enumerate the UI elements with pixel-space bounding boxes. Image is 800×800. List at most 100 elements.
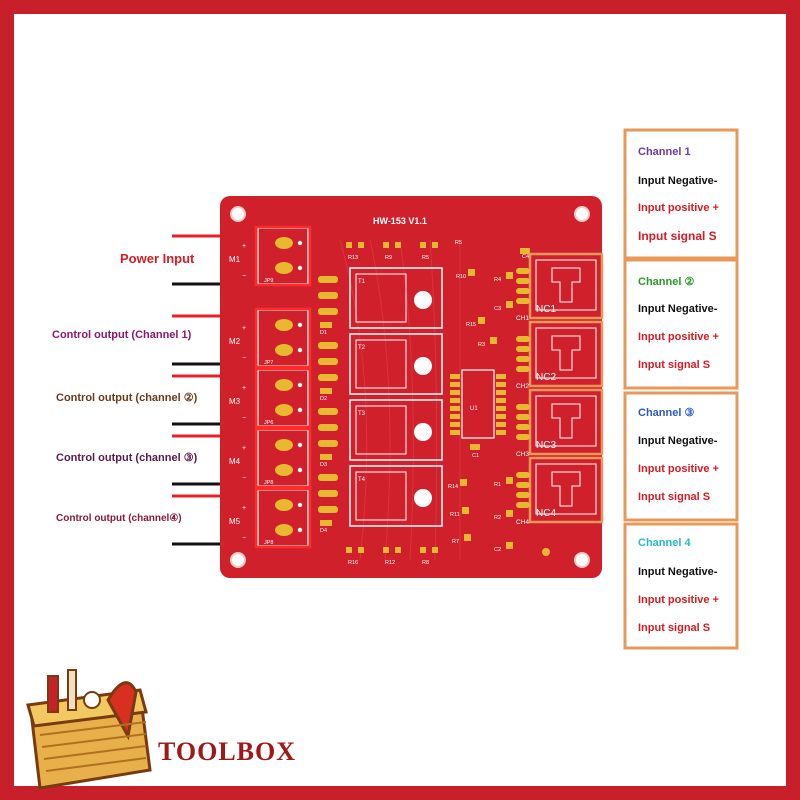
smd-pad <box>506 301 513 308</box>
relay-footprint <box>535 327 597 379</box>
control-output-ch3-label: Control output (channel ③) <box>56 452 198 464</box>
connector-3-minus: − <box>242 415 246 422</box>
annotation-box-2 <box>623 258 739 390</box>
mosfet-pin-pad <box>318 374 338 381</box>
misc-component-10: R7 <box>452 539 459 545</box>
logo-part <box>106 681 138 741</box>
connector-3-jp: JP6 <box>264 420 273 426</box>
smd-pad <box>358 547 364 553</box>
ic-pin <box>496 430 506 435</box>
connector-4-name: M4 <box>229 457 241 466</box>
header-pin-pad <box>516 482 530 488</box>
mosfet-hole <box>414 489 432 507</box>
smd-pad <box>395 242 401 248</box>
relay-2: NC2 <box>536 372 556 383</box>
logo-part <box>83 691 101 709</box>
terminal-hole <box>297 527 303 533</box>
ic-u1-label: U1 <box>470 406 478 412</box>
mosfet-hole <box>414 423 432 441</box>
mosfet-pin-pad <box>318 408 338 415</box>
smd-pad <box>383 547 389 553</box>
mosfet-hole <box>414 291 432 309</box>
misc-component-2: R4 <box>494 277 501 283</box>
terminal-highlight-3 <box>254 367 312 429</box>
mounting-hole-4 <box>574 552 590 568</box>
smd-pad <box>464 534 471 541</box>
mounting-hole-3 <box>230 552 246 568</box>
channel-highlight-4 <box>528 456 604 524</box>
mosfet-body <box>355 471 407 521</box>
cap-c1: C1 <box>472 453 479 459</box>
header-pin-pad <box>516 278 530 284</box>
terminal-pad <box>275 499 293 511</box>
channel-header-1: CH1 <box>516 315 529 322</box>
relay-outline <box>551 471 581 507</box>
mosfet-pin-pad <box>318 506 338 513</box>
channel-2-negative: Input Negative- <box>638 303 718 315</box>
logo-part <box>67 669 77 711</box>
mosfet-body <box>355 405 407 455</box>
ic-pin <box>450 422 460 427</box>
mosfet-1: T1 <box>358 279 366 285</box>
terminal-pad <box>275 379 293 391</box>
mosfet-outline-3 <box>349 399 443 461</box>
channel-1-negative: Input Negative- <box>638 175 718 187</box>
diode-4: D4 <box>320 528 327 534</box>
channel-3-title: Channel ③ <box>638 407 695 419</box>
smd-pad <box>432 547 438 553</box>
ic-pin <box>496 382 506 387</box>
ic-pin <box>450 390 460 395</box>
brand-name: TOOLBOX <box>158 737 297 766</box>
channel-2-title: Channel ② <box>638 276 695 288</box>
smd-pad <box>460 479 467 486</box>
terminal-pad <box>275 319 293 331</box>
mosfet-pin-pad <box>318 358 338 365</box>
terminal-pad <box>275 344 293 356</box>
terminal-hole <box>297 240 303 246</box>
board-title: HW-153 V1.1 <box>373 216 427 226</box>
diode-3: D3 <box>320 462 327 468</box>
mosfet-pin-pad <box>318 292 338 299</box>
terminal-pad <box>275 404 293 416</box>
channel-highlight-3 <box>528 388 604 456</box>
ic-pin <box>496 414 506 419</box>
misc-component-4: C3 <box>494 306 501 312</box>
diode-2: D2 <box>320 396 327 402</box>
relay-outline <box>551 267 581 303</box>
resistor-r5b: R5 <box>455 240 462 246</box>
mosfet-pin-pad <box>318 440 338 447</box>
mosfet-pin-pad <box>318 342 338 349</box>
connector-2-minus: − <box>242 355 246 362</box>
terminal-pad <box>275 524 293 536</box>
header-pin-pad <box>516 492 530 498</box>
channel-4-negative: Input Negative- <box>638 566 718 578</box>
control-output-ch4-label: Control output (channel④) <box>56 513 182 524</box>
smd-pad <box>506 510 513 517</box>
channel-header-3: CH3 <box>516 451 529 458</box>
channel-3-signal: Input signal S <box>638 491 711 503</box>
smd-pad <box>420 242 426 248</box>
ic-pin <box>496 406 506 411</box>
header-pin-pad <box>516 356 530 362</box>
relay-footprint <box>535 395 597 447</box>
annotation-box-3 <box>623 391 739 522</box>
mosfet-pin-pad <box>318 424 338 431</box>
led-pad <box>542 548 550 556</box>
terminal-hole <box>297 322 303 328</box>
smd-pad <box>506 542 513 549</box>
header-pin-pad <box>516 502 530 508</box>
ic-pin <box>450 382 460 387</box>
mosfet-4: T4 <box>358 477 366 483</box>
control-output-ch2-label: Control output (channel ②) <box>56 392 198 404</box>
diode-pad <box>320 388 332 394</box>
smd-pad <box>520 248 530 254</box>
smd-pad <box>478 317 485 324</box>
mosfet-2: T2 <box>358 345 366 351</box>
diode-1: D1 <box>320 330 327 336</box>
toolbox-logo-icon <box>26 669 152 790</box>
connector-2-plus: + <box>242 325 246 332</box>
mosfet-pin-pad <box>318 474 338 481</box>
bottom-resistor-1: R16 <box>348 560 358 566</box>
